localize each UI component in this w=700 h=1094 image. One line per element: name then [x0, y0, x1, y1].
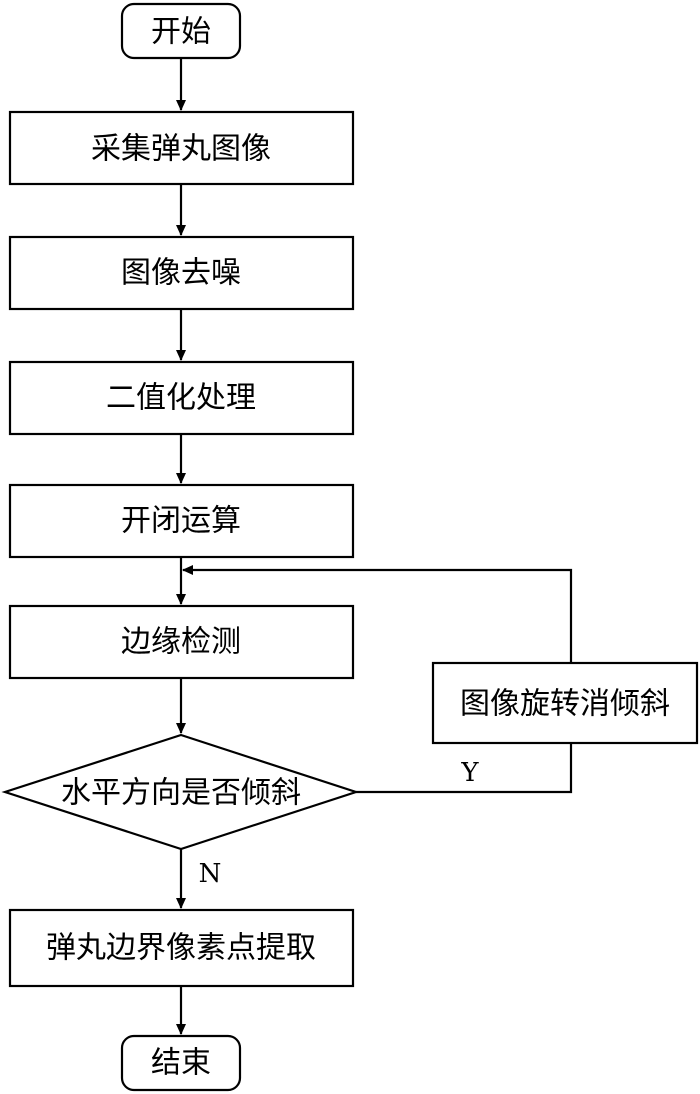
arrow-rotate-loop-back — [182, 565, 573, 663]
step-open-close: 开闭运算 — [8, 483, 355, 559]
step-binarize-label: 二值化处理 — [106, 381, 256, 416]
end-terminal: 结束 — [120, 1034, 242, 1092]
start-terminal: 开始 — [120, 2, 242, 60]
decision-tilt-check-label: 水平方向是否倾斜 — [61, 776, 301, 811]
step-edge-detect-label: 边缘检测 — [121, 625, 241, 660]
line-decision-yes-to-rotate — [356, 743, 573, 794]
branch-no-label: N — [199, 859, 222, 889]
step-rotate-fix: 图像旋转消倾斜 — [431, 661, 699, 745]
start-label: 开始 — [151, 15, 211, 50]
step-binarize: 二值化处理 — [8, 360, 355, 436]
step-edge-detect: 边缘检测 — [8, 604, 355, 680]
step-extract-boundary-label: 弹丸边界像素点提取 — [46, 931, 316, 966]
end-label: 结束 — [151, 1046, 211, 1081]
step-capture-image-label: 采集弹丸图像 — [91, 132, 271, 167]
step-rotate-fix-label: 图像旋转消倾斜 — [460, 687, 670, 722]
step-open-close-label: 开闭运算 — [121, 504, 241, 539]
step-denoise-label: 图像去噪 — [121, 256, 241, 291]
branch-yes-label: Y — [460, 758, 479, 788]
step-denoise: 图像去噪 — [8, 235, 355, 311]
step-extract-boundary: 弹丸边界像素点提取 — [8, 908, 355, 988]
step-capture-image: 采集弹丸图像 — [8, 110, 355, 186]
decision-tilt-check: 水平方向是否倾斜 — [1, 733, 360, 851]
